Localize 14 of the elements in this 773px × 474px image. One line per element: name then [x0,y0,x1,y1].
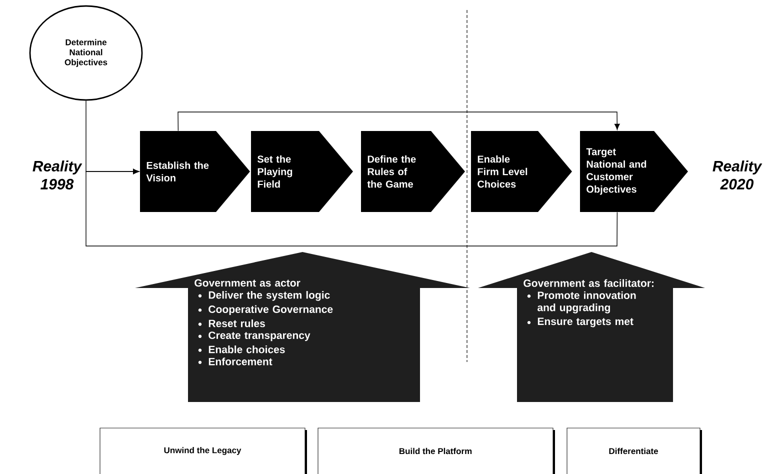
phase-box: Unwind the Legacy [100,428,307,474]
house-shaped-panel: Government as actor Deliver the system logic Cooperative Governance Reset rules Create transparency Enable choices Enforcement [135,252,470,402]
connector-arrow [86,168,618,246]
reality-label: Reality 2020 [712,160,762,190]
chevron-step: Target National and Customer Objectives [580,131,688,212]
chevron-step: Establish the Vision [140,131,250,212]
house-shaped-panel: Government as facilitator: Promote innovation and upgrading Ensure targets met [478,252,705,402]
chevron-step: Define the Rules of the Game [361,131,465,212]
phase-box: Differentiate [566,428,702,474]
chevron-step: Enable Firm Level Choices [471,131,572,212]
chevron-step: Set the Playing Field [251,131,353,212]
reality-label: Reality 1998 [32,160,82,190]
phase-box: Build the Platform [318,428,555,474]
connector-arrow [178,112,620,132]
